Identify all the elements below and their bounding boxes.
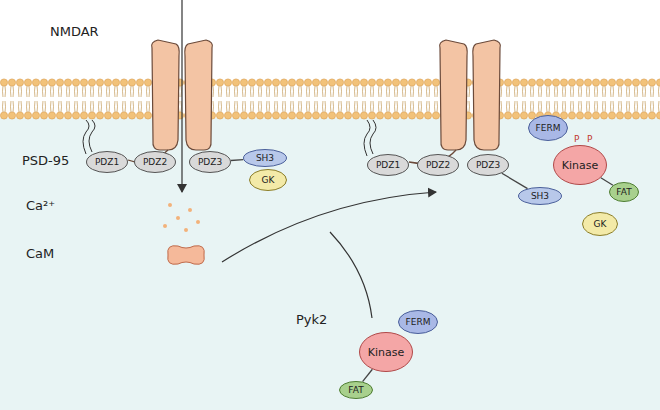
protein-label: Pyk2 — [296, 312, 327, 327]
domain-label: PDZ1 — [95, 157, 119, 167]
sh3-domain: SH3 — [518, 187, 562, 205]
kinase-domain: Kinase — [553, 145, 607, 185]
kinase-domain: Kinase — [359, 332, 413, 372]
domain-label: Kinase — [368, 346, 404, 359]
calcium-ions — [163, 203, 200, 232]
protein-label: NMDAR — [50, 24, 99, 39]
ion-label: Ca²⁺ — [26, 198, 55, 213]
pdz-domain: PDZ1 — [367, 154, 409, 176]
ferm-domain: FERM — [398, 310, 438, 334]
domain-label: GK — [594, 219, 607, 229]
pdz-domain: PDZ2 — [417, 154, 459, 176]
fat-domain: FAT — [339, 381, 373, 399]
domain-label: PDZ2 — [426, 160, 450, 170]
gk-domain: GK — [582, 212, 618, 236]
ferm-domain: FERM — [528, 115, 568, 141]
domain-label: GK — [262, 175, 275, 185]
domain-label: FERM — [536, 123, 561, 133]
pdz-domain: PDZ3 — [467, 154, 509, 176]
membrane — [0, 78, 660, 120]
pdz-domain: PDZ2 — [134, 151, 176, 173]
sh3-domain: SH3 — [243, 149, 287, 167]
translocation-arrow — [222, 192, 436, 262]
domain-label: PDZ3 — [476, 160, 500, 170]
palmitoyl-anchor — [83, 120, 95, 154]
domain-label: Kinase — [562, 159, 598, 172]
phospho-mark: P — [574, 134, 579, 144]
calmodulin — [168, 246, 205, 265]
cytoplasm — [0, 118, 660, 410]
nmdar-channel — [440, 40, 501, 150]
domain-label: PDZ3 — [198, 157, 222, 167]
domain-label: FERM — [406, 317, 431, 327]
domain-label: PDZ2 — [143, 157, 167, 167]
gk-domain: GK — [249, 169, 287, 191]
domain-label: FAT — [348, 385, 363, 395]
phospho-mark: P — [587, 134, 592, 144]
pyk2-join-line — [330, 232, 372, 318]
domain-label: PDZ1 — [376, 160, 400, 170]
linker — [363, 369, 373, 381]
fat-domain: FAT — [609, 182, 639, 202]
domain-label: FAT — [616, 187, 631, 197]
protein-label: CaM — [26, 246, 54, 261]
linker — [231, 159, 244, 161]
protein-label: PSD-95 — [22, 153, 69, 168]
linker — [601, 178, 613, 185]
domain-label: SH3 — [531, 191, 549, 201]
palmitoyl-anchor — [364, 120, 376, 156]
linker — [502, 173, 528, 188]
pdz-domain: PDZ1 — [86, 151, 128, 173]
domain-label: SH3 — [256, 153, 274, 163]
calcium-influx-arrow — [181, 0, 182, 192]
pdz-domain: PDZ3 — [189, 151, 231, 173]
